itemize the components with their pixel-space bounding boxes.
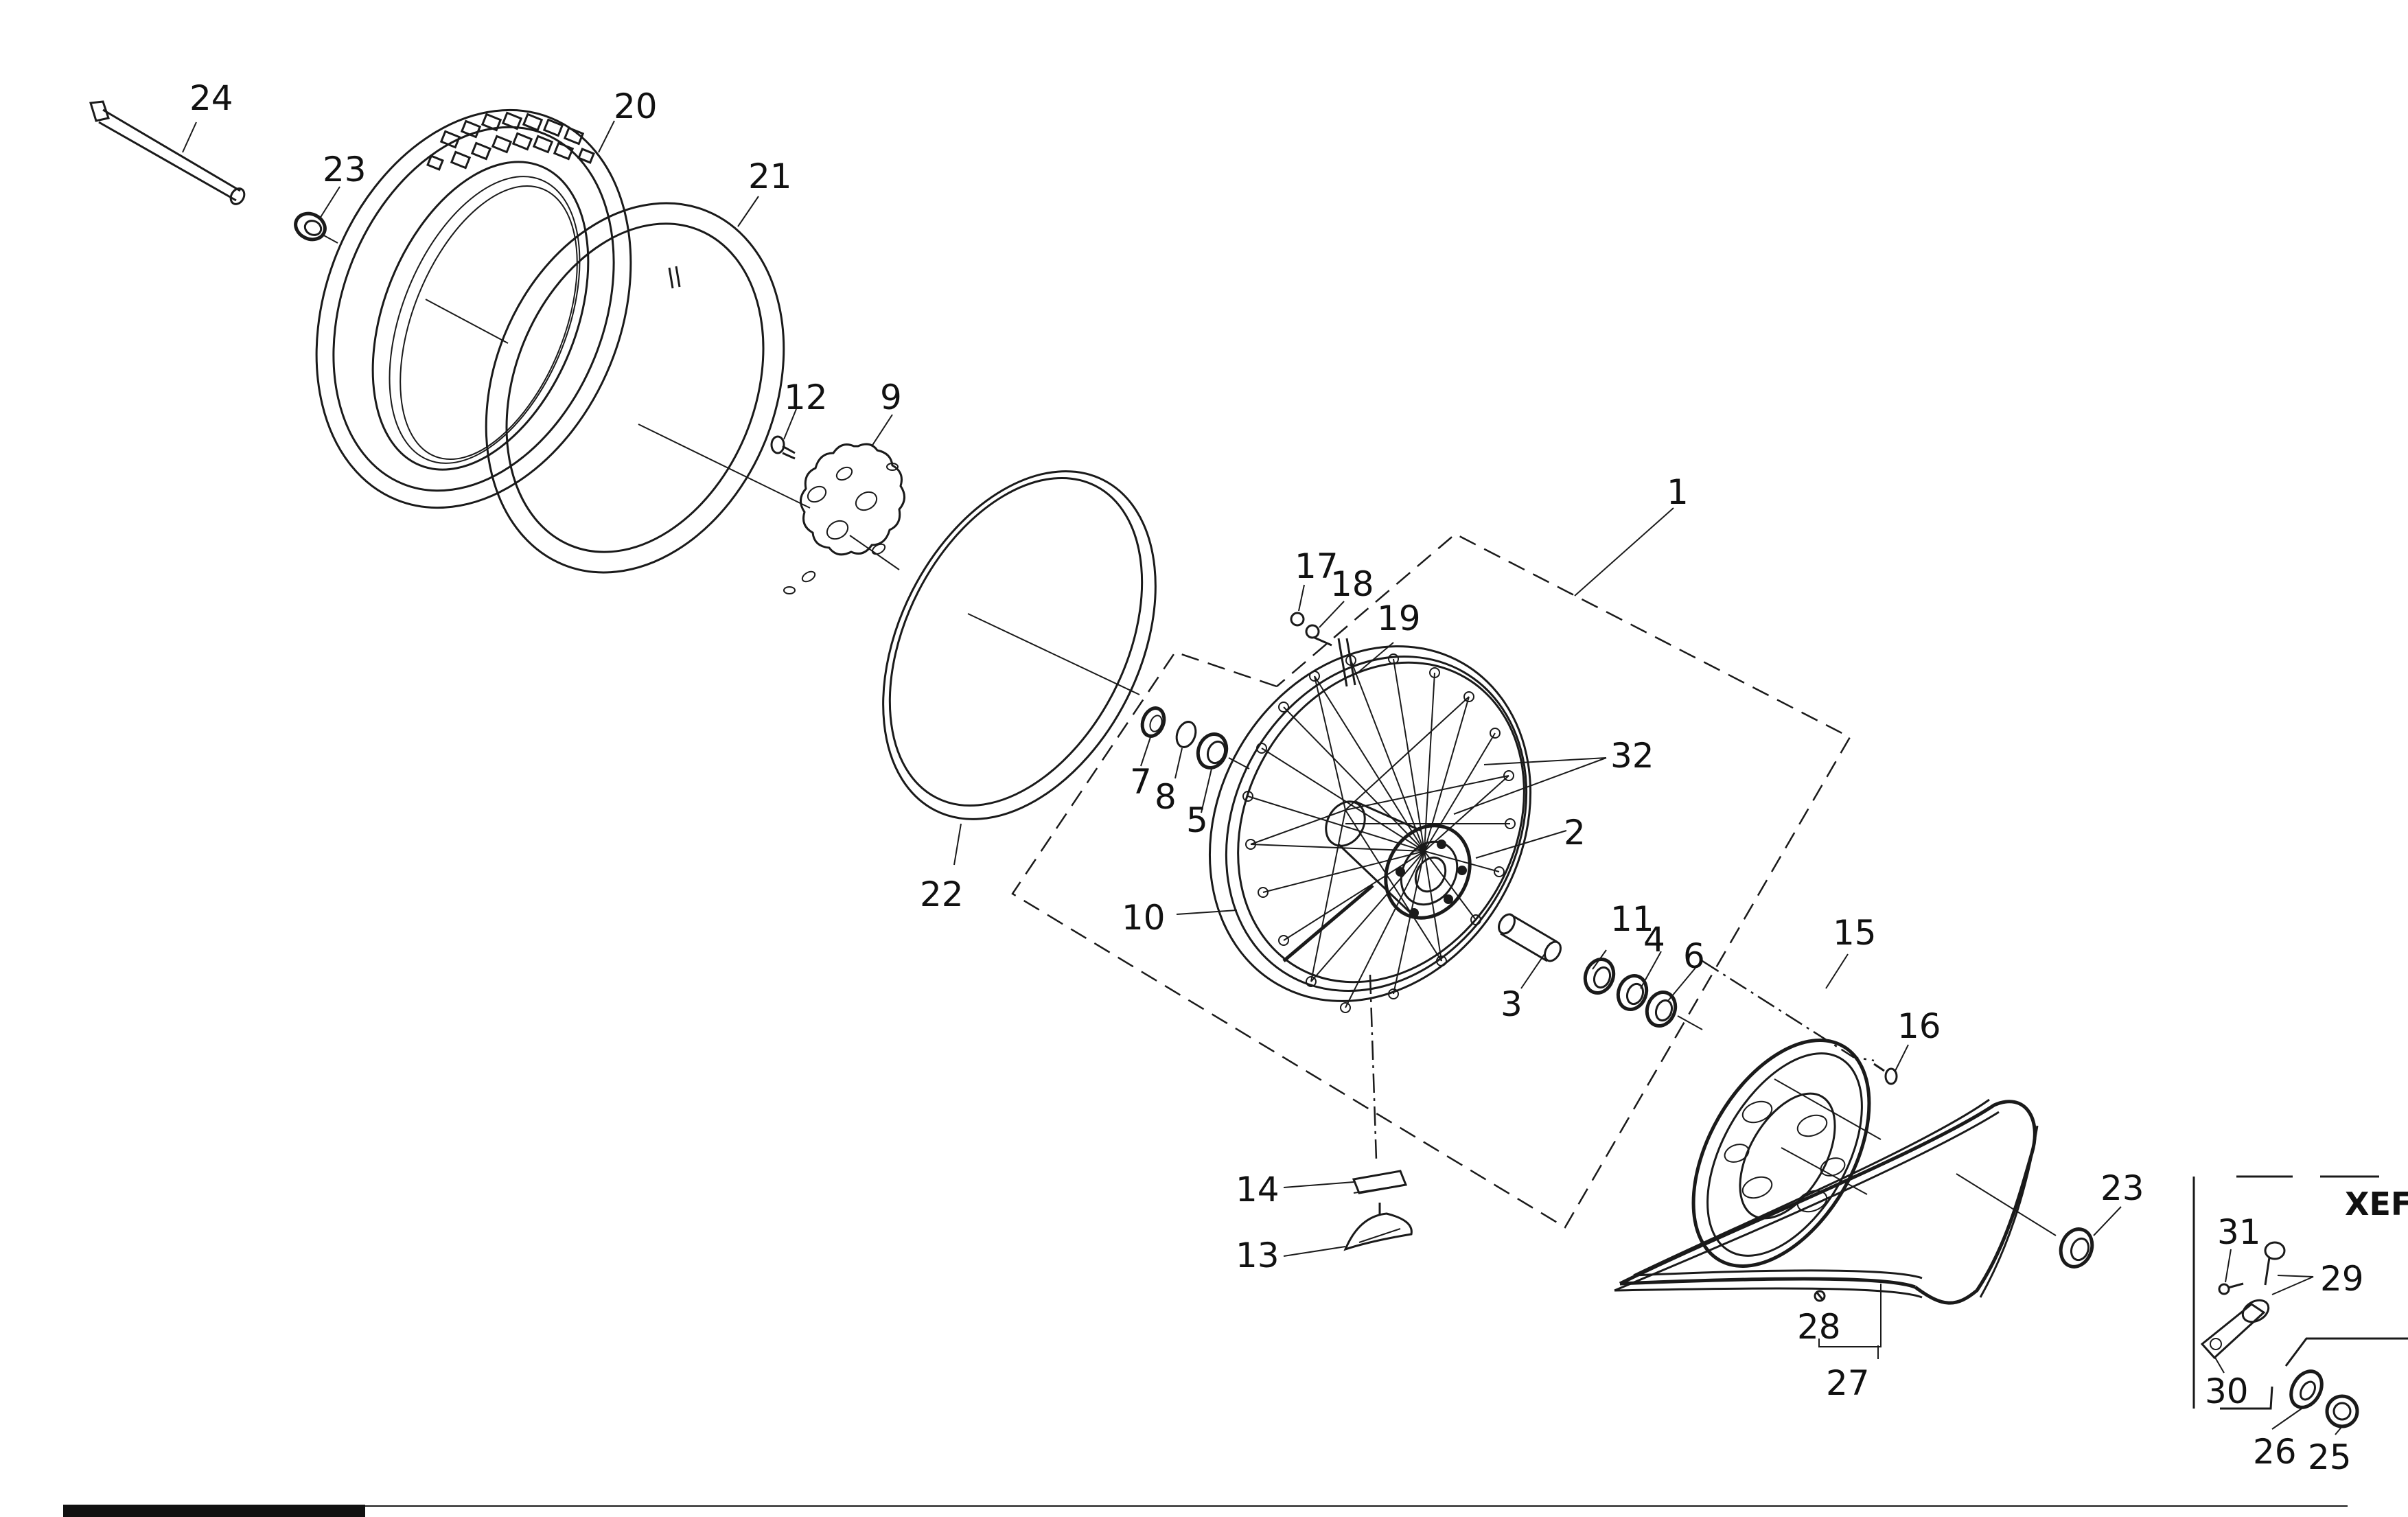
label-8[interactable]: 8: [1155, 777, 1177, 817]
label-9[interactable]: 9: [880, 378, 902, 417]
label-10[interactable]: 10: [1122, 898, 1166, 938]
guide-part-14[interactable]: [1352, 1170, 1408, 1194]
label-30[interactable]: 30: [2205, 1371, 2249, 1411]
rim-tape-part-22[interactable]: [828, 426, 1210, 865]
bolt-part-31[interactable]: [2218, 1282, 2244, 1295]
brake-disc-part-9[interactable]: [783, 443, 905, 594]
label-26[interactable]: 26: [2253, 1432, 2297, 1472]
axle-part-24[interactable]: [89, 100, 247, 207]
inner-tube-part-21[interactable]: [433, 158, 837, 617]
label-27[interactable]: 27: [1826, 1363, 1870, 1403]
label-5[interactable]: 5: [1186, 800, 1208, 840]
fastener-part-29[interactable]: [2264, 1241, 2314, 1295]
label-20[interactable]: 20: [614, 86, 658, 126]
leader-lines: [182, 120, 2343, 1435]
label-4[interactable]: 4: [1643, 920, 1665, 960]
label-7[interactable]: 7: [1130, 762, 1152, 802]
label-23-right[interactable]: 23: [2100, 1168, 2144, 1208]
guide-part-13[interactable]: [1343, 1203, 1413, 1251]
hub-part-2[interactable]: [1318, 795, 1486, 934]
label-19[interactable]: 19: [1377, 599, 1421, 638]
label-17[interactable]: 17: [1295, 546, 1339, 586]
label-23-left[interactable]: 23: [323, 150, 367, 189]
label-6[interactable]: 6: [1683, 936, 1705, 976]
label-18[interactable]: 18: [1330, 564, 1374, 604]
rim-part-10[interactable]: [1146, 588, 1593, 1060]
bearing-part-5[interactable]: [1194, 730, 1250, 772]
label-14[interactable]: 14: [1236, 1170, 1280, 1209]
label-3[interactable]: 3: [1501, 984, 1523, 1024]
footer: [63, 1505, 2348, 1517]
label-29[interactable]: 29: [2320, 1259, 2364, 1299]
bearing-part-4[interactable]: [1614, 972, 1652, 1014]
bolt-part-12[interactable]: [770, 435, 796, 460]
label-31[interactable]: 31: [2217, 1212, 2261, 1252]
wheel-assembly-box-part-1: [1011, 533, 1851, 1229]
nut-part-25[interactable]: [2325, 1394, 2359, 1428]
bracket-part-30[interactable]: [2200, 1296, 2272, 1360]
valve-washer-part-18[interactable]: [1305, 624, 1332, 647]
label-13[interactable]: 13: [1236, 1236, 1280, 1275]
spacer-part-23-right[interactable]: [1956, 1173, 2097, 1271]
seal-part-6[interactable]: [1643, 988, 1703, 1030]
bolt-part-16[interactable]: [1873, 1063, 1898, 1085]
label-16[interactable]: 16: [1897, 1006, 1941, 1046]
label-1[interactable]: 1: [1667, 472, 1689, 512]
label-28[interactable]: 28: [1797, 1307, 1841, 1347]
part-labels: 1 2 3 4 5 6 7 8 9 10 11 12 13 14 15 16 1…: [189, 78, 2408, 1477]
spokes-part-32[interactable]: [1247, 658, 1510, 1008]
chain-part-27[interactable]: [1614, 1098, 2039, 1305]
label-24[interactable]: 24: [189, 78, 233, 118]
xef-inset-frame: [2192, 1175, 2408, 1410]
valve-nut-part-17[interactable]: [1290, 612, 1305, 627]
label-32[interactable]: 32: [1610, 736, 1654, 776]
label-22[interactable]: 22: [920, 875, 964, 914]
label-2[interactable]: 2: [1564, 813, 1586, 853]
bearing-part-11[interactable]: [1581, 956, 1619, 997]
spacer-part-23-left[interactable]: [291, 209, 338, 244]
washer-part-26[interactable]: [2285, 1366, 2328, 1413]
circlip-part-8[interactable]: [1173, 719, 1199, 750]
axis-centerline: [1369, 960, 1875, 1161]
master-link-part-28[interactable]: [1814, 1284, 1882, 1347]
label-11[interactable]: 11: [1610, 899, 1654, 939]
sprocket-part-15[interactable]: [1657, 1010, 1906, 1297]
seal-part-7[interactable]: [1139, 705, 1168, 739]
variant-tag-xef: XEF: [2345, 1185, 2408, 1223]
spacer-part-3[interactable]: [1496, 912, 1564, 964]
label-15[interactable]: 15: [1833, 913, 1877, 953]
label-21[interactable]: 21: [748, 157, 792, 196]
valve-cap-part-19[interactable]: [1337, 638, 1356, 687]
label-12[interactable]: 12: [784, 378, 828, 417]
footer-black-block: [63, 1505, 365, 1517]
tyre-part-20[interactable]: [259, 62, 687, 555]
label-25[interactable]: 25: [2308, 1437, 2352, 1477]
